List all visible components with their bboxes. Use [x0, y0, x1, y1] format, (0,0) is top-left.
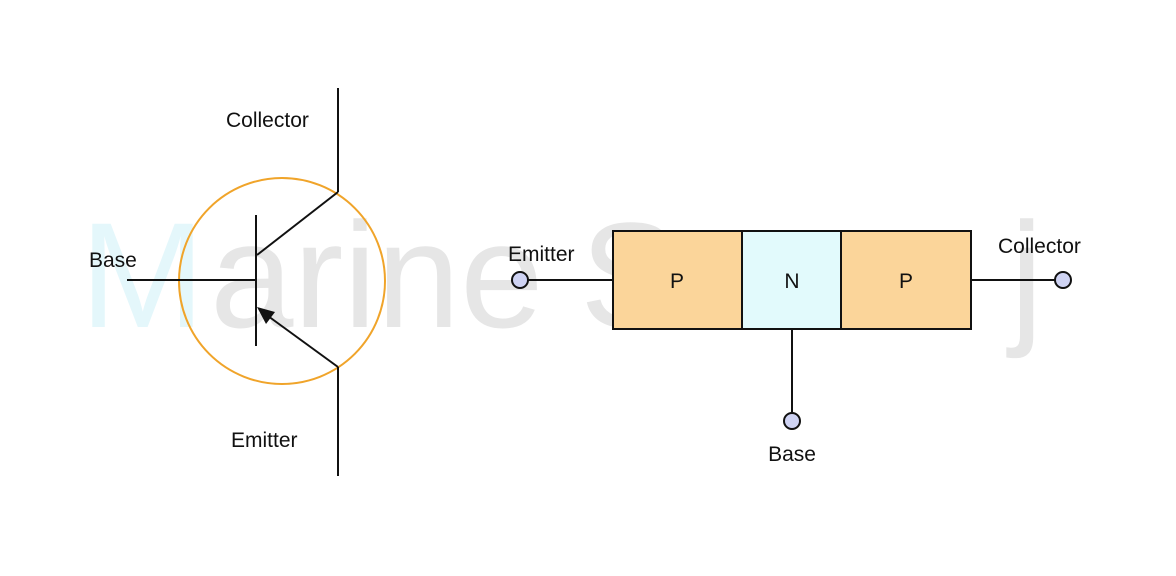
watermark-letter-m: M: [80, 191, 205, 359]
region-n-base-label: N: [784, 270, 799, 293]
symbol-base-label: Base: [89, 249, 137, 272]
structure-base-label: Base: [768, 443, 816, 466]
region-n-base: [741, 230, 842, 330]
watermark-arine: arine: [210, 191, 544, 359]
pnp-symbol: Collector Base Emitter: [89, 88, 386, 476]
symbol-emitter-label: Emitter: [231, 429, 298, 452]
symbol-collector-label: Collector: [226, 109, 309, 132]
region-p-emitter-label: P: [670, 270, 684, 293]
emitter-arrow-icon: [257, 307, 275, 324]
region-p-collector-label: P: [899, 270, 913, 293]
pnp-structure: P N P Emitter Collector Base: [508, 230, 1081, 466]
structure-emitter-label: Emitter: [508, 243, 575, 266]
watermark-letter-j: j: [1006, 191, 1043, 359]
structure-collector-label: Collector: [998, 235, 1081, 258]
region-p-collector: [840, 230, 972, 330]
emitter-terminal: [511, 271, 529, 289]
base-terminal: [783, 412, 801, 430]
collector-diagonal: [256, 191, 339, 256]
emitter-diagonal: [267, 315, 339, 368]
collector-terminal: [1054, 271, 1072, 289]
